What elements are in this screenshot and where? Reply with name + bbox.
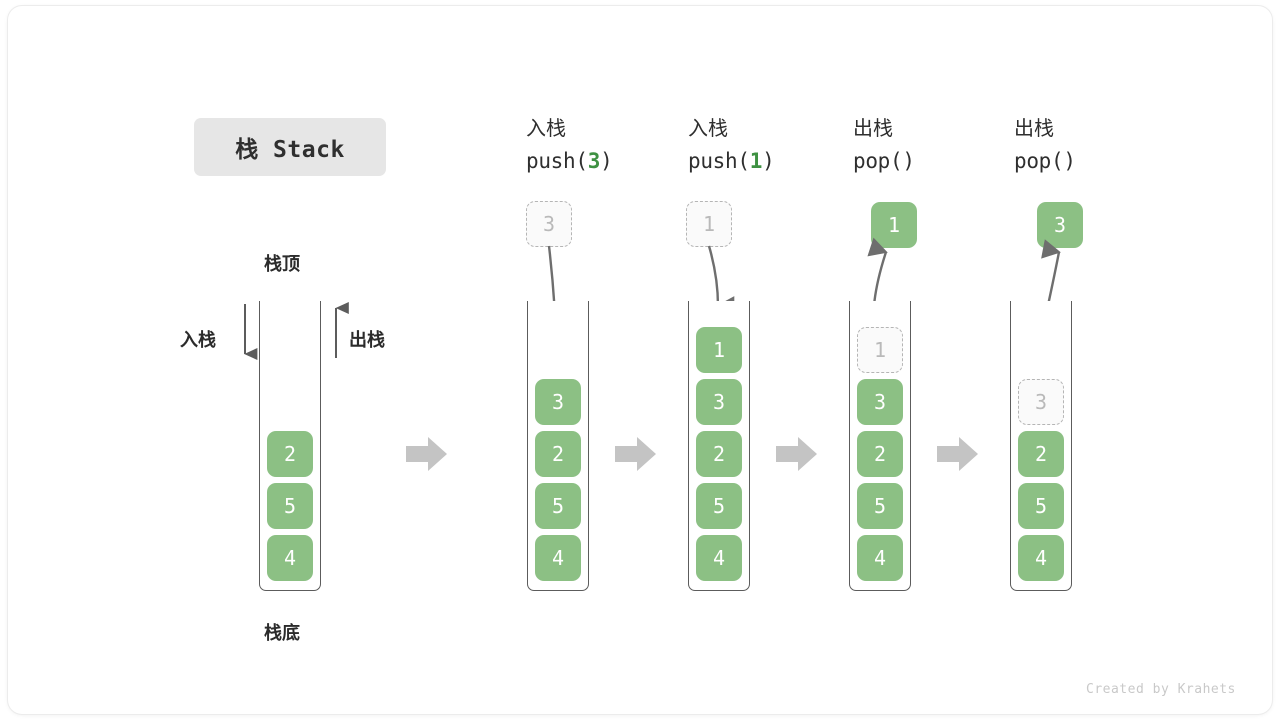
stack-element: 2 [1018,431,1064,477]
stack-element: 5 [535,483,581,529]
column-header-code: push(1) [688,145,775,178]
stack-element: 5 [267,483,313,529]
code-suffix: ) [762,149,775,173]
column-header-code: pop() [1014,145,1076,178]
stack-container-pop-3: 3 2 5 4 [1010,301,1072,591]
code-arg: 3 [587,149,601,173]
title-text: 栈 Stack [235,137,345,163]
diagram-card: 栈 Stack 栈顶 栈底 入栈 出栈 2 5 4 入栈 push(3) 3 [8,6,1272,714]
column-header-cn: 出栈 [1014,118,1054,140]
stack-element: 4 [857,535,903,581]
code-prefix: push( [526,149,588,173]
step-arrow [406,437,447,471]
incoming-element-ghost: 1 [686,201,732,247]
column-header-code: push(3) [526,145,613,178]
stack-container-push-1: 1 3 2 5 4 [688,301,750,591]
push-side-label: 入栈 [180,330,216,350]
popped-element: 1 [871,202,917,248]
stack-element: 4 [267,535,313,581]
code-suffix: ) [1063,149,1076,173]
pop-side-label: 出栈 [349,330,385,350]
stack-container-initial: 2 5 4 [259,301,321,591]
stack-element: 5 [857,483,903,529]
stack-element: 2 [857,431,903,477]
popped-element: 3 [1037,202,1083,248]
code-prefix: push( [688,149,750,173]
step-arrow [776,437,817,471]
column-header-cn: 出栈 [853,118,893,140]
stack-element: 4 [535,535,581,581]
stack-bottom-label: 栈底 [264,623,300,643]
credit-text: Created by Krahets [1086,682,1236,697]
step-arrow [937,437,978,471]
stack-container-pop-1: 1 3 2 5 4 [849,301,911,591]
code-prefix: pop( [853,149,903,173]
removed-element-ghost: 3 [1018,379,1064,425]
stack-element: 4 [696,535,742,581]
stack-element: 2 [267,431,313,477]
code-suffix: ) [600,149,613,173]
stack-element: 1 [696,327,742,373]
stack-container-push-3: 3 2 5 4 [527,301,589,591]
stack-element: 3 [696,379,742,425]
column-header-pop-1: 出栈 pop() [853,114,915,178]
stack-element: 2 [696,431,742,477]
title-chip: 栈 Stack [194,118,386,176]
step-arrow [615,437,656,471]
column-header-push-3: 入栈 push(3) [526,114,613,178]
stack-element: 2 [535,431,581,477]
stack-element: 5 [1018,483,1064,529]
incoming-element-ghost: 3 [526,201,572,247]
code-suffix: ) [902,149,915,173]
column-header-code: pop() [853,145,915,178]
column-header-push-1: 入栈 push(1) [688,114,775,178]
stack-element: 5 [696,483,742,529]
stack-top-label: 栈顶 [264,254,300,274]
stack-element: 3 [535,379,581,425]
stack-element: 3 [857,379,903,425]
column-header-pop-3: 出栈 pop() [1014,114,1076,178]
column-header-cn: 入栈 [688,118,728,140]
stack-element: 4 [1018,535,1064,581]
removed-element-ghost: 1 [857,327,903,373]
push-direction-arrow [244,304,258,360]
code-prefix: pop( [1014,149,1064,173]
column-header-cn: 入栈 [526,118,566,140]
code-arg: 1 [749,149,763,173]
pop-direction-arrow [335,302,349,358]
